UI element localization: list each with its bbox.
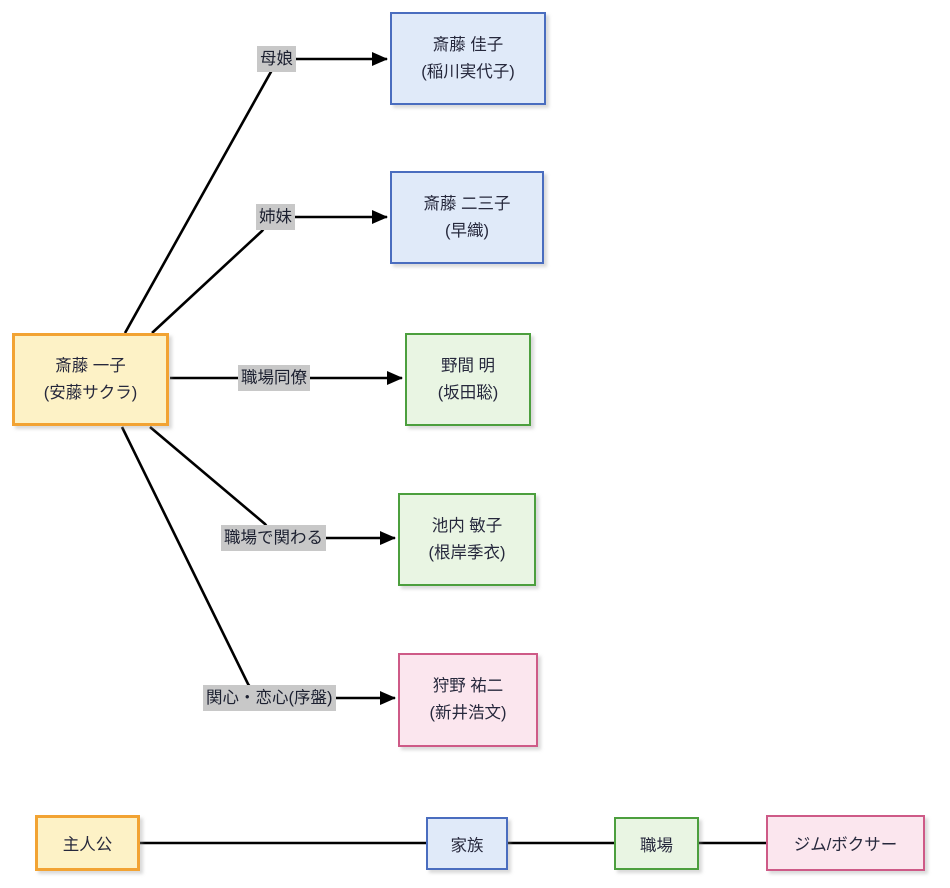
actor-name: (坂田聡)	[437, 383, 499, 402]
node-main-character: 斎藤 一子 (安藤サクラ)	[12, 333, 169, 426]
legend-protagonist: 主人公	[35, 815, 140, 871]
edge-workplace-contact	[149, 426, 396, 545]
actor-name: (早織)	[445, 221, 489, 240]
actor-name: (安藤サクラ)	[43, 383, 138, 402]
character-name: 狩野 祐二	[432, 677, 504, 695]
character-name: 池内 敏子	[431, 516, 503, 535]
edge-sisters	[151, 210, 388, 334]
edge-mother-daughter	[123, 52, 388, 334]
edge-label-coworker: 職場同僚	[238, 365, 310, 391]
legend-family: 家族	[426, 817, 508, 870]
legend-workplace: 職場	[614, 817, 699, 870]
character-name: 斎藤 佳子	[432, 35, 504, 54]
actor-name: (根岸季衣)	[428, 543, 506, 562]
edge-label-sisters: 姉妹	[256, 204, 295, 230]
character-name: 斎藤 一子	[55, 356, 126, 375]
node-character: 狩野 祐二 (新井浩文)	[398, 653, 538, 747]
character-name: 斎藤 二三子	[423, 194, 511, 213]
node-character: 斎藤 佳子 (稲川実代子)	[390, 12, 546, 105]
node-character: 斎藤 二三子 (早織)	[390, 171, 544, 264]
character-name: 野間 明	[440, 356, 496, 375]
legend-gym: ジム/ボクサー	[766, 815, 925, 871]
edge-romantic-interest	[120, 426, 396, 705]
actor-name: (新井浩文)	[429, 704, 507, 722]
node-character: 池内 敏子 (根岸季衣)	[398, 493, 536, 586]
edge-label-workplace-contact: 職場で関わる	[221, 525, 326, 551]
actor-name: (稲川実代子)	[421, 62, 515, 81]
node-character: 野間 明 (坂田聡)	[405, 333, 531, 426]
edge-label-romantic-interest: 関心・恋心(序盤)	[203, 685, 336, 711]
edge-label-mother-daughter: 母娘	[257, 46, 296, 72]
